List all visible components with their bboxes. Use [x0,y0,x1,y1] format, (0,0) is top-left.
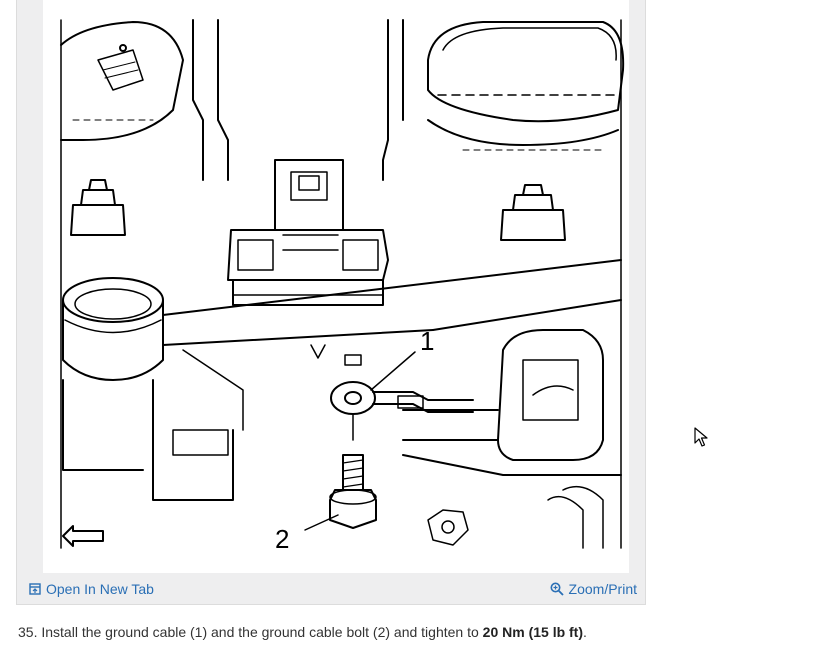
zoom-print-link[interactable]: Zoom/Print [550,581,637,597]
magnifier-icon [550,582,564,596]
step-number: 35. [18,624,38,640]
mouse-cursor-icon [694,427,708,447]
callout-2-label: 2 [275,524,289,554]
open-in-new-tab-icon [29,583,41,595]
step-instruction: 35. Install the ground cable (1) and the… [18,624,818,640]
torque-spec: 20 Nm (15 lb ft) [482,624,584,640]
technical-illustration: 1 2 [43,0,629,573]
zoom-print-label: Zoom/Print [568,581,637,597]
step-text: Install the ground cable (1) and the gro… [41,624,479,640]
open-in-new-tab-link[interactable]: Open In New Tab [29,581,154,597]
callout-1-label: 1 [420,326,434,356]
figure-card: 1 2 Open In New Tab [16,0,646,605]
open-in-new-tab-label: Open In New Tab [46,581,154,597]
figure-toolbar: Open In New Tab Zoom/Print [17,573,645,605]
step-text-end: . [583,624,587,640]
